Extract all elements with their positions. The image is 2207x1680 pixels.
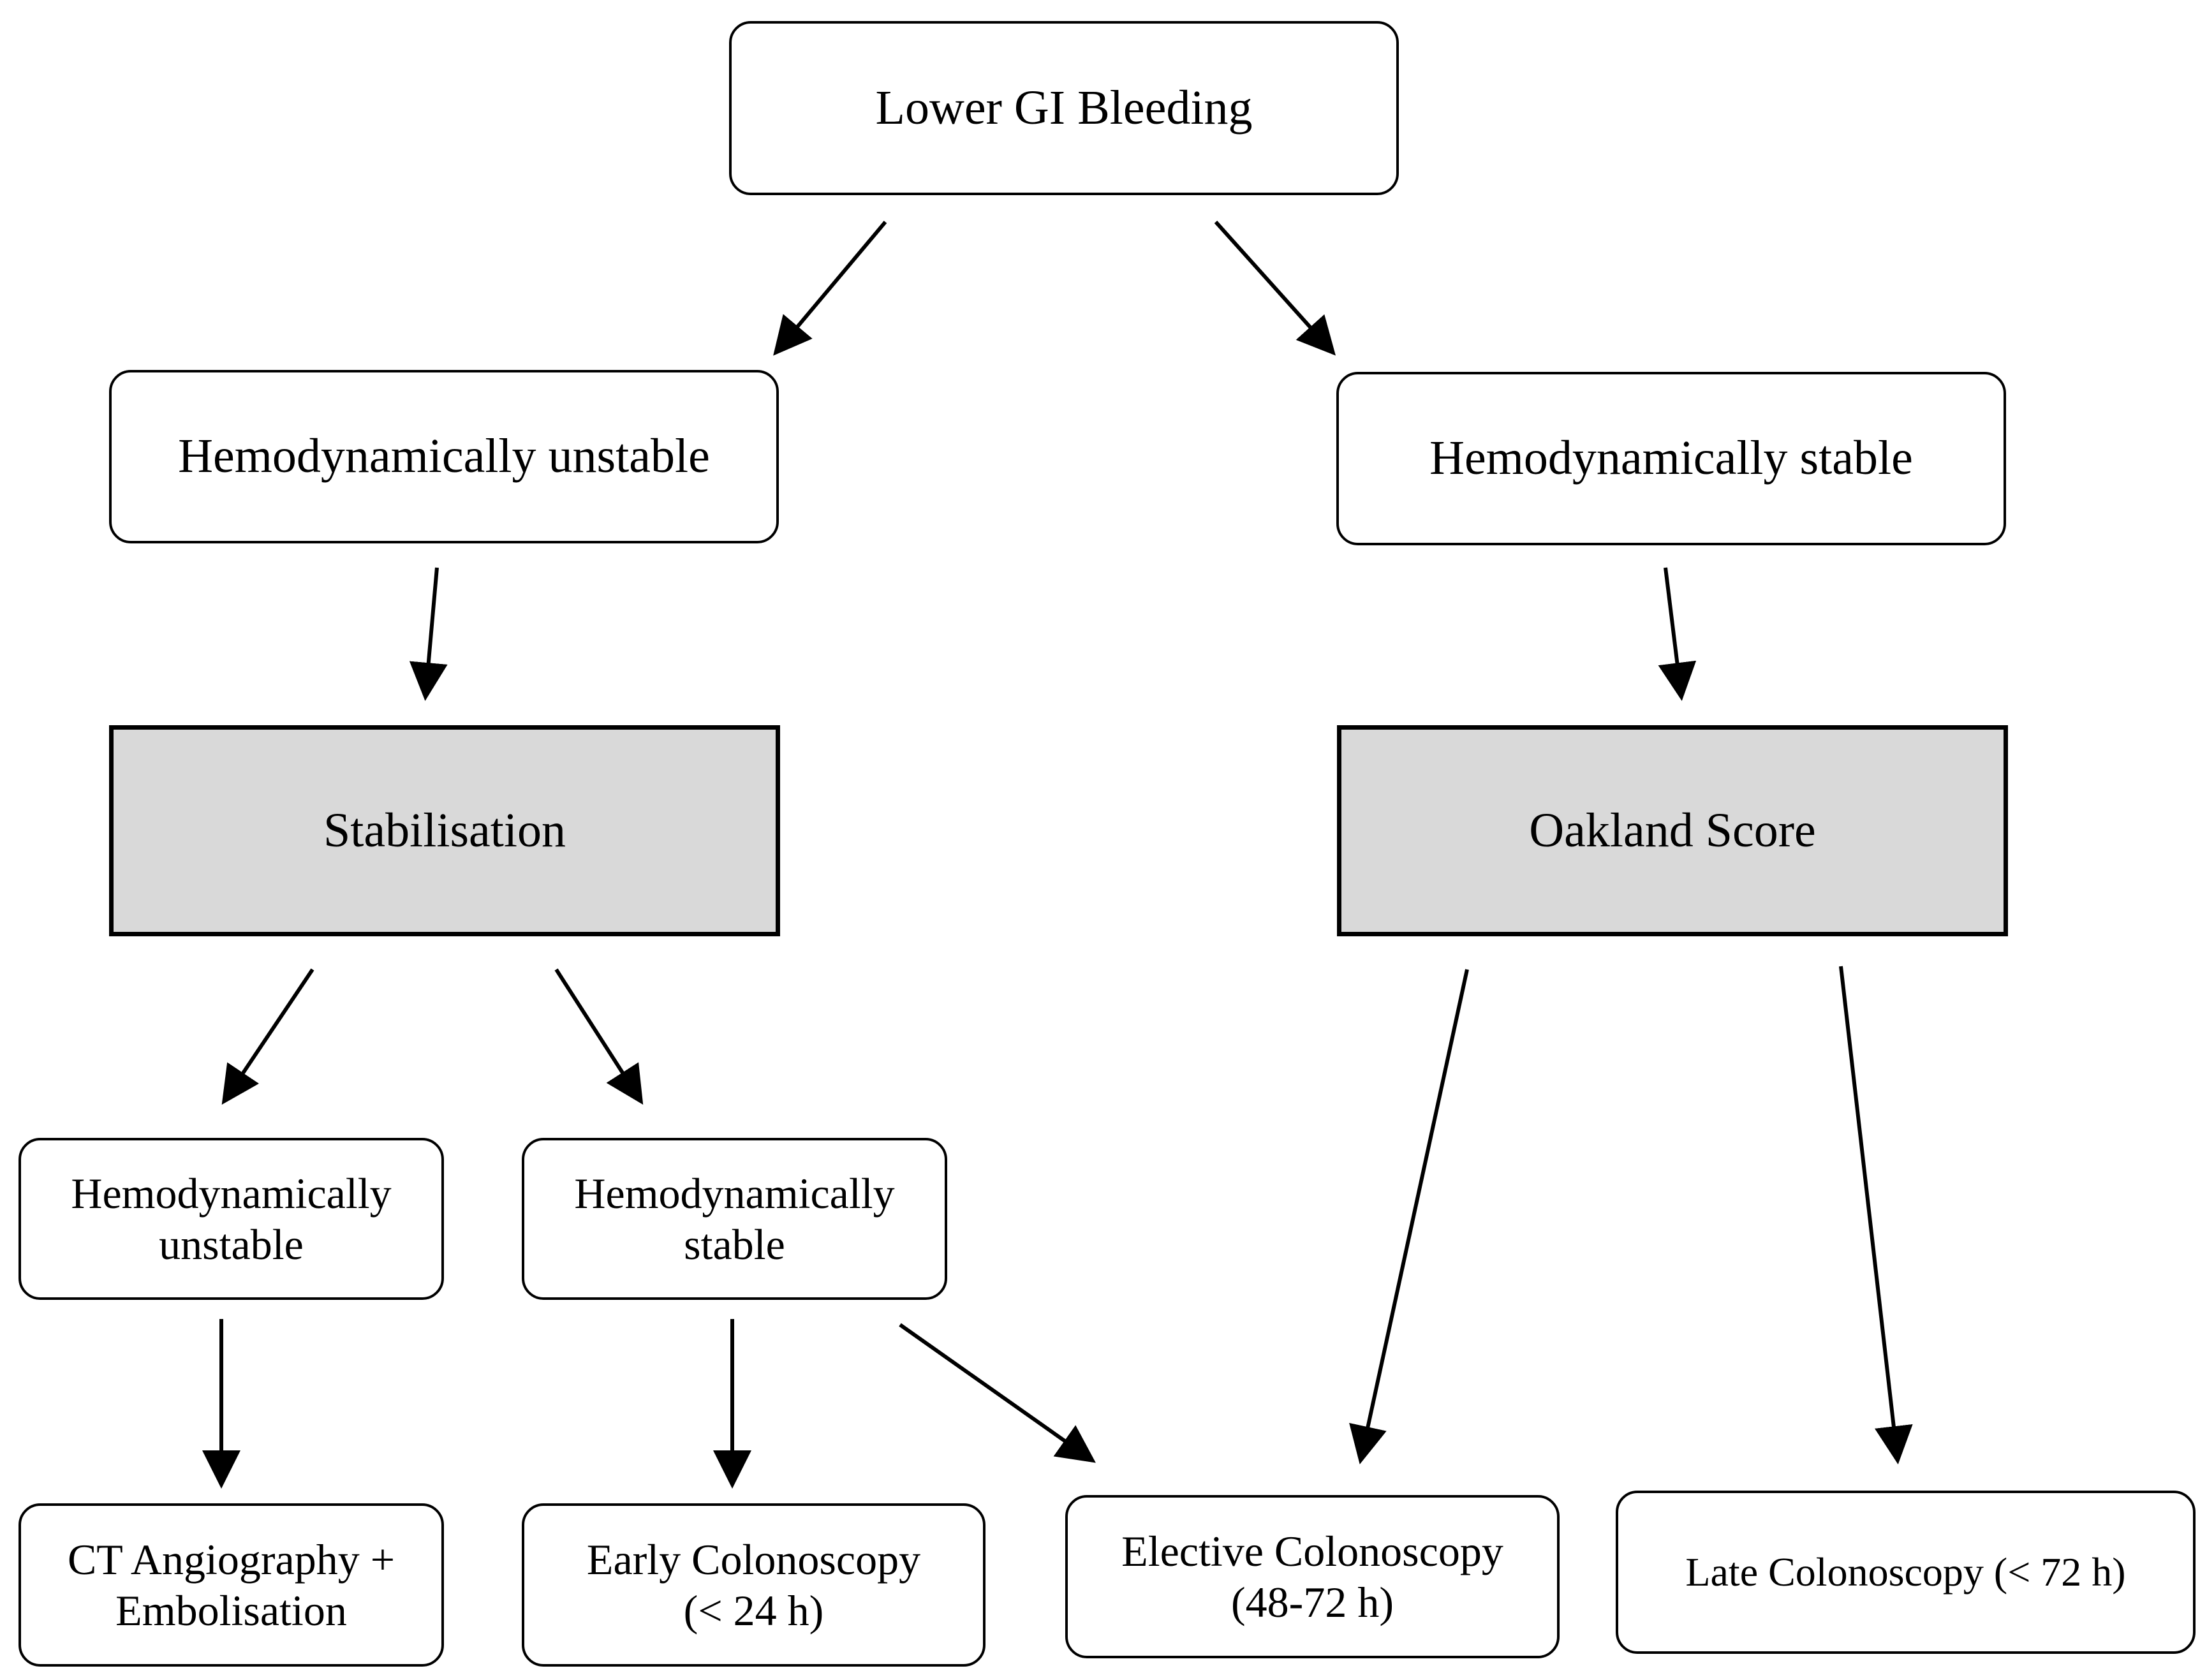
post-stabilisation-stable-line1: Hemodynamically [574,1168,895,1218]
hemodynamically-stable-label: Hemodynamically stable [1429,431,1913,485]
post-stabilisation-unstable-line2: unstable [159,1220,304,1269]
late-colonoscopy-node: Late Colonoscopy (< 72 h) [1616,1491,2196,1654]
post-stabilisation-unstable-line1: Hemodynamically [71,1168,392,1218]
elective-colonoscopy-line1: Elective Colonoscopy [1121,1526,1503,1575]
hemodynamically-unstable-label: Hemodynamically unstable [178,429,710,483]
early-colonoscopy-line2: (< 24 h) [683,1586,824,1635]
arrow-root-to-stable [1214,220,1336,356]
oakland-score-node: Oakland Score [1337,725,2008,936]
elective-colonoscopy-node: Elective Colonoscopy (48-72 h) [1065,1495,1560,1658]
ct-angiography-line2: Embolisation [115,1586,347,1635]
arrow-oakland-to-elective [1349,969,1469,1464]
stabilisation-label: Stabilisation [323,803,566,857]
arrow-oakland-to-late [1839,966,1913,1464]
early-colonoscopy-line1: Early Colonoscopy [586,1535,921,1584]
post-stabilisation-unstable-node: Hemodynamically unstable [18,1138,444,1300]
arrow-stable-to-oakland [1658,567,1697,701]
stabilisation-node: Stabilisation [109,725,780,936]
arrow-stabilisation-to-unstable2 [221,968,314,1105]
arrow-unstable-to-stabilisation [409,567,448,701]
post-stabilisation-stable-line2: stable [684,1220,785,1269]
ct-angiography-line1: CT Angiography + [67,1535,395,1584]
hemodynamically-unstable-node: Hemodynamically unstable [109,370,779,543]
late-colonoscopy-label: Late Colonoscopy (< 72 h) [1685,1549,2126,1595]
lower-gi-bleeding-label: Lower GI Bleeding [875,80,1253,135]
arrow-stabilisation-to-stable2 [554,968,644,1105]
hemodynamically-stable-node: Hemodynamically stable [1336,372,2006,545]
arrow-stable2-to-elective [899,1323,1096,1463]
oakland-score-label: Oakland Score [1529,803,1816,857]
elective-colonoscopy-line2: (48-72 h) [1231,1578,1394,1626]
lower-gi-bleeding-node: Lower GI Bleeding [729,21,1399,195]
ct-angiography-embolisation-node: CT Angiography + Embolisation [18,1503,444,1667]
arrow-root-to-unstable [773,221,887,356]
early-colonoscopy-node: Early Colonoscopy (< 24 h) [522,1503,985,1667]
post-stabilisation-stable-node: Hemodynamically stable [522,1138,947,1300]
